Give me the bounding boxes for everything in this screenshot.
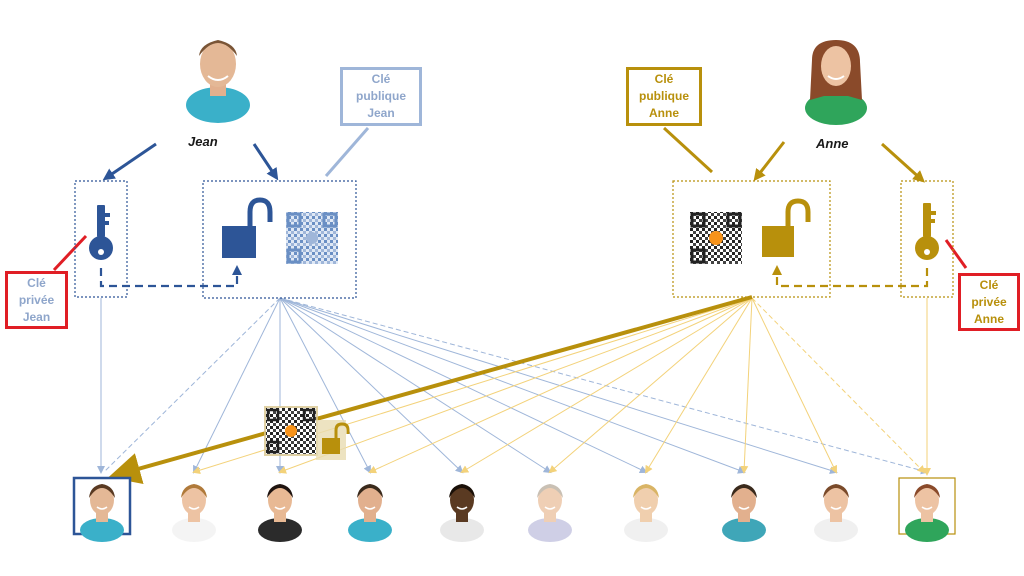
anne-to-private-key-arrow — [880, 142, 925, 183]
recipient-avatar-woman-curly — [172, 484, 216, 542]
recipient-avatar-young-man — [722, 484, 766, 542]
recipient-avatar-jean — [72, 476, 132, 542]
jean-name: Jean — [188, 134, 218, 149]
open-padlock-icon — [222, 197, 273, 258]
private-key-anne-label: Clé privée Anne — [958, 273, 1020, 331]
anne-key-pair-link — [772, 265, 929, 288]
jean-avatar — [186, 32, 250, 123]
bitcoin-icon — [285, 425, 297, 437]
label-line: Clé — [979, 277, 999, 292]
recipient-avatar-older-woman — [528, 484, 572, 542]
anne-fan-line — [644, 297, 753, 474]
anne-fan-line — [368, 297, 753, 474]
open-padlock-icon — [334, 422, 350, 438]
label-line: Jean — [367, 106, 395, 120]
jean-fan-line — [279, 297, 464, 474]
jean-public-key-box — [202, 180, 357, 299]
jean-fan-line — [103, 297, 281, 473]
label-line: Anne — [649, 106, 679, 120]
anne-fan-line — [278, 297, 753, 474]
jean-fan-line — [279, 297, 838, 475]
jean-to-public-key-arrow — [252, 143, 279, 181]
anne-fan-line — [460, 297, 753, 474]
recipients-row — [72, 476, 956, 542]
qr-code-icon — [690, 212, 742, 264]
anne-avatar — [805, 40, 867, 125]
public-key-jean-label: Clé publique Jean — [340, 67, 422, 126]
label-line: Jean — [22, 309, 51, 324]
private-label-jean-connector — [52, 234, 88, 272]
recipient-avatar-woman-dark-hair — [258, 484, 302, 542]
label-line: privée — [18, 292, 55, 307]
bitcoin-icon — [709, 231, 723, 245]
open-padlock-icon — [762, 198, 811, 257]
label-line: privée — [971, 294, 1007, 309]
anne-fan-line — [740, 297, 753, 474]
recipient-avatar-man-smiling — [348, 484, 392, 542]
recipient-avatar-woman-long-hair — [814, 484, 858, 542]
key-icon — [915, 203, 939, 260]
anne-public-key-box — [672, 180, 831, 298]
private-key-jean-label: Clé privée Jean — [5, 271, 68, 329]
anne-fan-line — [548, 297, 753, 474]
payment-card — [264, 406, 350, 460]
label-line: Anne — [974, 311, 1004, 326]
label-line: Clé — [654, 72, 674, 86]
label-line: publique — [356, 89, 406, 103]
public-label-jean-connector — [324, 127, 370, 177]
anne-public-key-distribution-lines — [192, 297, 926, 475]
label-line: Clé — [27, 275, 46, 290]
anne-to-jean-payment-arrow — [108, 295, 753, 485]
key-icon — [89, 205, 113, 260]
jean-fan-line — [193, 297, 281, 474]
qr-code-icon — [286, 212, 338, 264]
jean-key-pair-link — [99, 265, 242, 288]
private-label-anne-connector — [944, 239, 968, 269]
anne-to-public-key-arrow — [753, 141, 786, 182]
jean-private-key-box — [74, 180, 128, 298]
public-label-anne-connector — [662, 126, 714, 174]
recipient-avatar-blonde-woman — [624, 484, 668, 542]
jean-fan-line — [279, 297, 648, 474]
bitcoin-icon — [306, 232, 318, 244]
anne-private-key-box — [900, 180, 954, 298]
label-line: publique — [639, 89, 689, 103]
jean-fan-line — [279, 297, 746, 474]
jean-public-key-distribution-lines — [103, 297, 929, 475]
jean-fan-line — [279, 297, 552, 474]
anne-fan-line — [751, 297, 926, 474]
anne-name: Anne — [816, 136, 849, 151]
jean-fan-line — [279, 297, 929, 475]
jean-fan-line — [279, 297, 371, 474]
jean-to-private-key-arrow — [102, 142, 157, 181]
recipient-avatar-man-dark — [440, 484, 484, 542]
anne-fan-line — [751, 297, 837, 474]
public-key-anne-label: Clé publique Anne — [626, 67, 702, 126]
label-line: Clé — [371, 72, 391, 86]
recipient-avatar-anne — [898, 477, 956, 542]
